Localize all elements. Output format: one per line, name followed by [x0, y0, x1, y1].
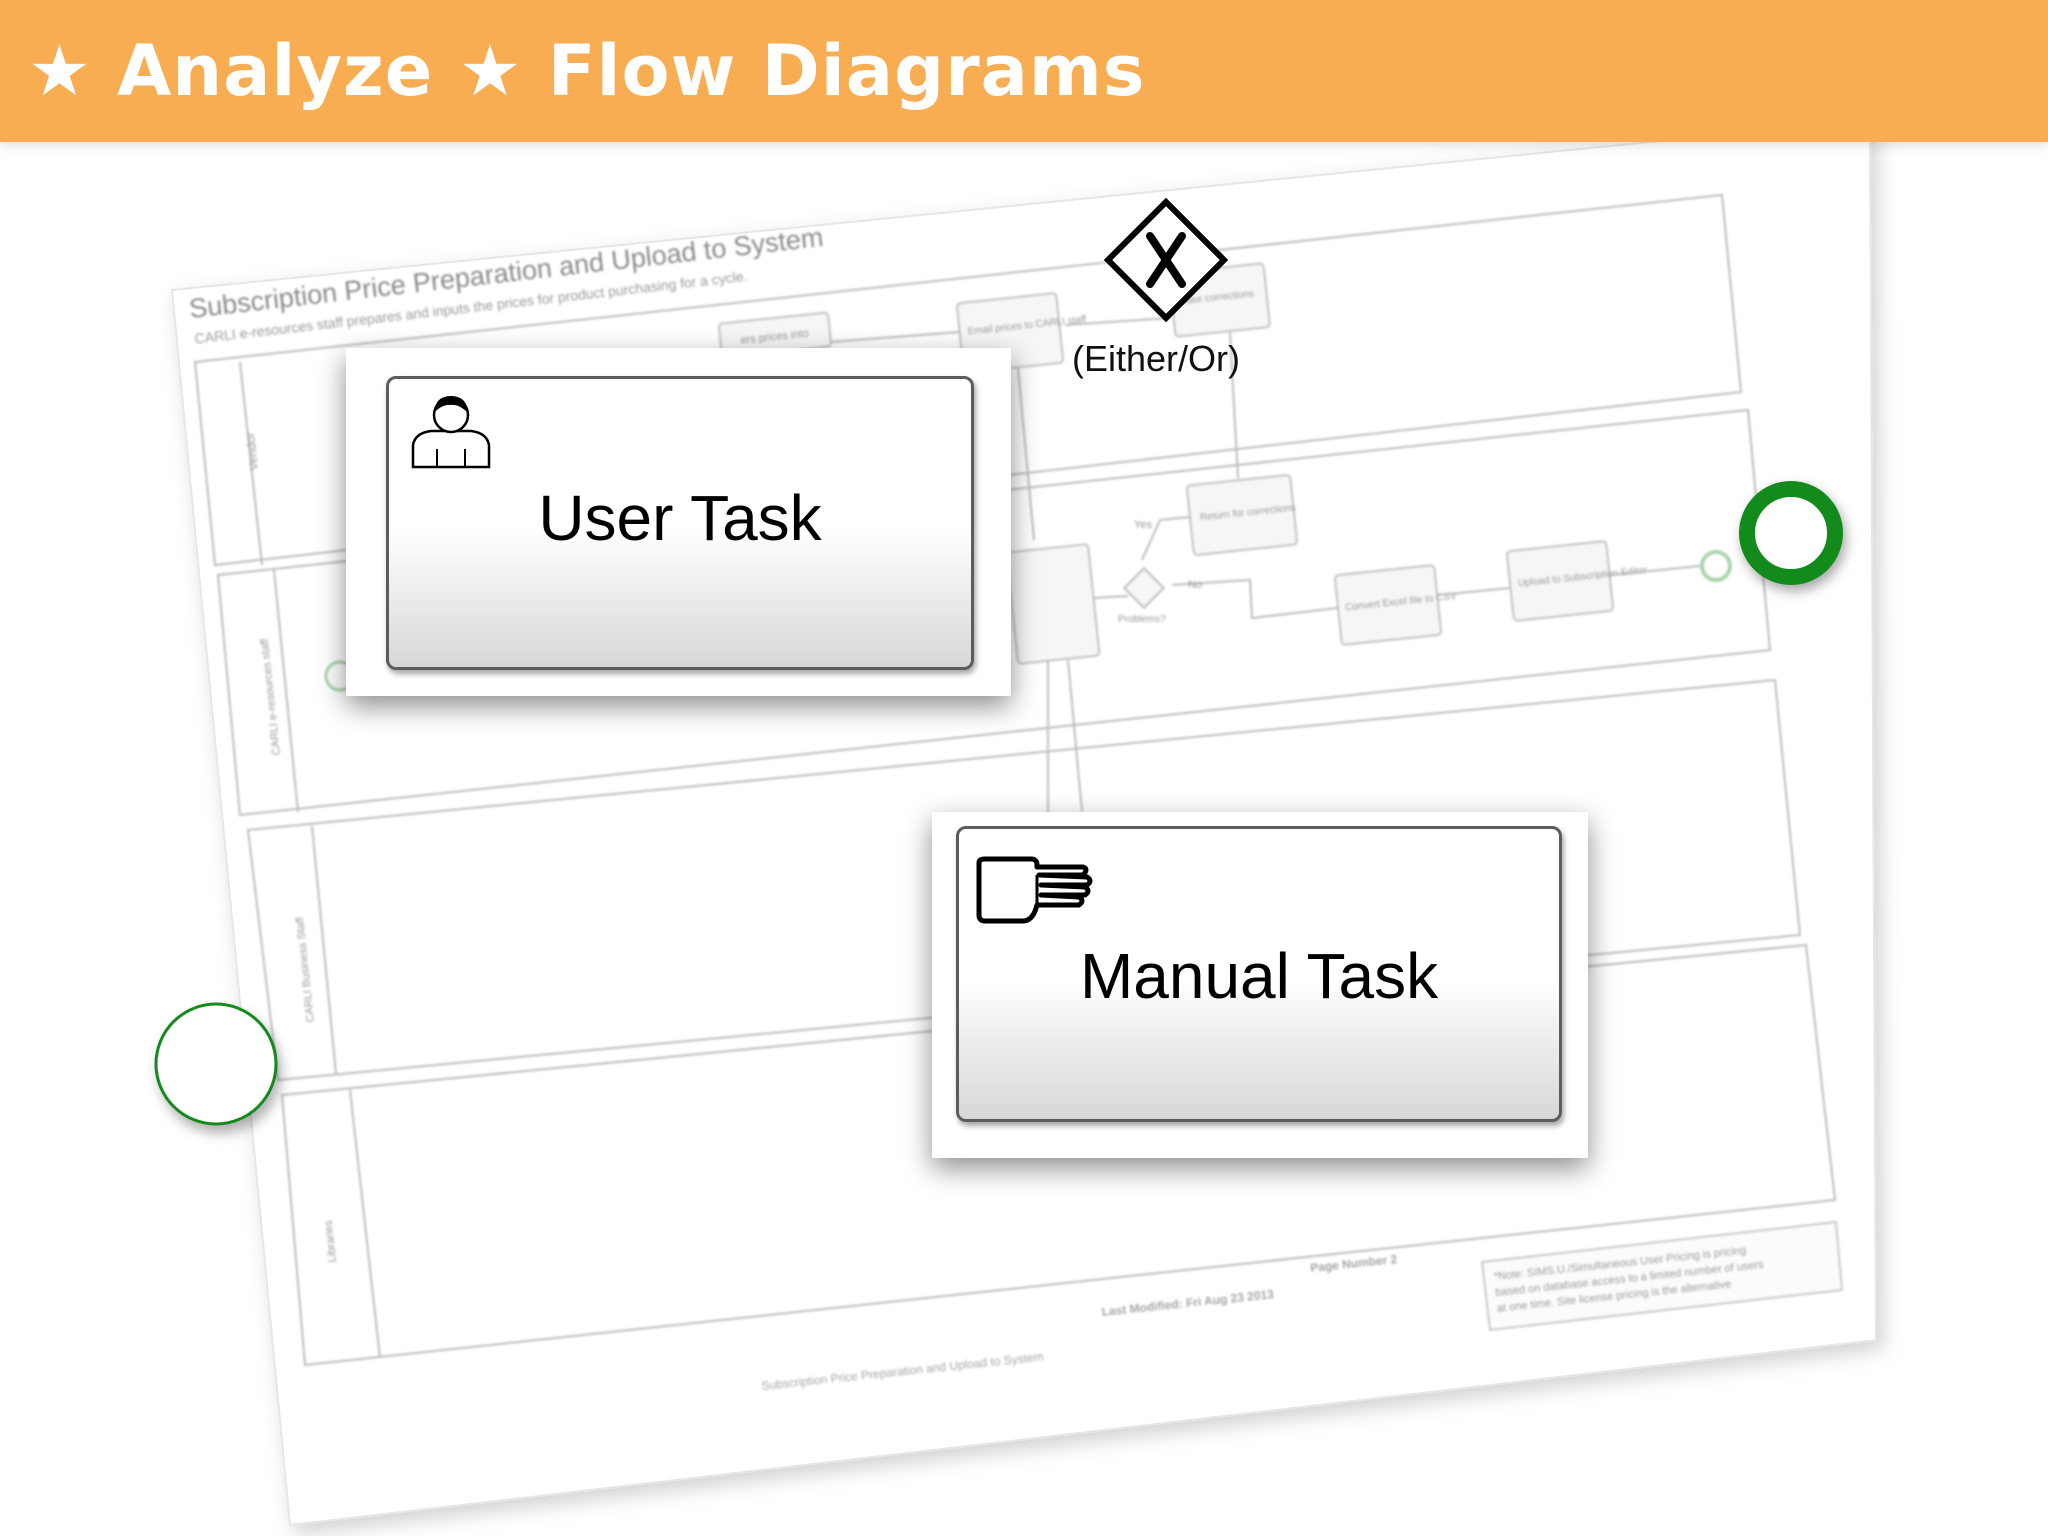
task-convert-excel: [1334, 564, 1442, 646]
sequence-flows: [829, 317, 1701, 813]
either-or-label: (Either/Or): [1072, 338, 1241, 379]
flow-label-yes: Yes: [1134, 519, 1152, 531]
manual-task-box: Manual Task: [956, 826, 1562, 1122]
exclusive-gateway-icon: [1103, 197, 1229, 323]
user-task-callout: User Task: [346, 348, 1011, 696]
hand-icon: [976, 856, 1093, 924]
slide-title: ★ Analyze ★ Flow Diagrams: [28, 30, 1146, 112]
start-event-circle-icon: [154, 1002, 278, 1126]
flow-label-no: No: [1188, 579, 1202, 591]
title-banner: ★ Analyze ★ Flow Diagrams: [0, 0, 2048, 142]
manual-task-callout: Manual Task: [932, 812, 1588, 1158]
person-icon: [411, 396, 491, 469]
task-review-prices: [1005, 543, 1101, 665]
lane-label-libraries: Libraries: [323, 1219, 339, 1263]
task-upload-editor: [1506, 540, 1614, 622]
manual-task-label: Manual Task: [1079, 940, 1439, 1012]
lane-label-vendor: Vendor: [243, 432, 261, 471]
gateway-problems: [1122, 566, 1166, 610]
note-box: [1480, 1220, 1844, 1332]
diagram-end-event: [1700, 550, 1732, 582]
user-task-box: User Task: [386, 376, 974, 670]
user-task-label: User Task: [538, 482, 822, 554]
end-event-circle-icon: [1739, 481, 1843, 585]
task-return-corrections: [1186, 474, 1298, 556]
gateway-problems-label: Problems?: [1118, 614, 1166, 625]
